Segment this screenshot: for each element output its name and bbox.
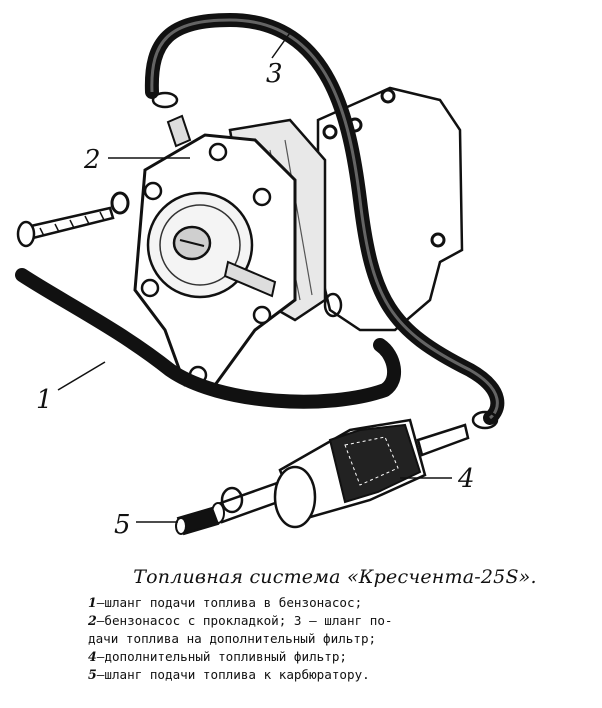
legend-item: 4—дополнительный топливный фильтр; [88,648,568,666]
fuel-filter [211,418,470,529]
caption-title: Топливная система «Кресчента-25S». [133,566,537,588]
bracket-hole [430,232,446,248]
flange-screw [252,305,272,325]
caption-legend: 1—шланг подачи топлива в бензонасос; 2—б… [88,594,568,684]
hose-clamp [323,292,343,318]
callout-1: 1 [36,385,53,415]
leader-line-1 [57,361,106,391]
legend-text: шланг подачи топлива к карбюратору. [104,667,370,682]
washer [110,191,130,215]
callout-3: 3 [266,59,283,89]
flange-screw [140,278,160,298]
legend-text: дачи топлива на дополнительный фильтр; [88,631,377,646]
legend-item: 2—бензонасос с прокладкой; 3 — шланг по- [88,612,568,630]
inlet-nipple [166,114,192,148]
flange-screw [143,181,163,201]
mounting-bolt [16,206,115,248]
hose-clamp [151,91,179,109]
legend-text: шланг подачи топлива в бензонасос; [104,595,363,610]
hose-clamp [220,486,244,514]
fuel-system-drawing: 1 2 3 4 5 [15,12,505,540]
figure-caption: Топливная система «Кресчента-25S». 1—шла… [88,566,568,684]
legend-number: 1 [88,595,97,610]
legend-number: 4 [88,649,97,664]
bracket-hole [380,88,396,104]
callout-4: 4 [457,464,475,494]
legend-number: 2 [88,613,97,628]
callout-2: 2 [83,145,101,175]
legend-text: дополнительный топливный фильтр; [104,649,347,664]
hose-clamp [471,410,499,430]
callout-5: 5 [114,510,131,540]
legend-dash: — [96,649,105,664]
legend-item: дачи топлива на дополнительный фильтр; [88,630,568,648]
legend-item: 1—шланг подачи топлива в бензонасос; [88,594,568,612]
legend-dash: — [96,595,105,610]
hose-3 [144,12,505,425]
flange-screw [208,142,228,162]
legend-dash: — [96,667,105,682]
legend-number: 5 [88,667,97,682]
outlet-nipple [223,260,277,298]
leader-line-3 [271,29,293,59]
legend-text: бензонасос с прокладкой; 3 — шланг по- [104,613,393,628]
hose-1 [15,268,401,409]
flange-screw [252,187,272,207]
legend-item: 5—шланг подачи топлива к карбюратору. [88,666,568,684]
bracket-hole [322,124,338,140]
legend-dash: — [96,613,105,628]
